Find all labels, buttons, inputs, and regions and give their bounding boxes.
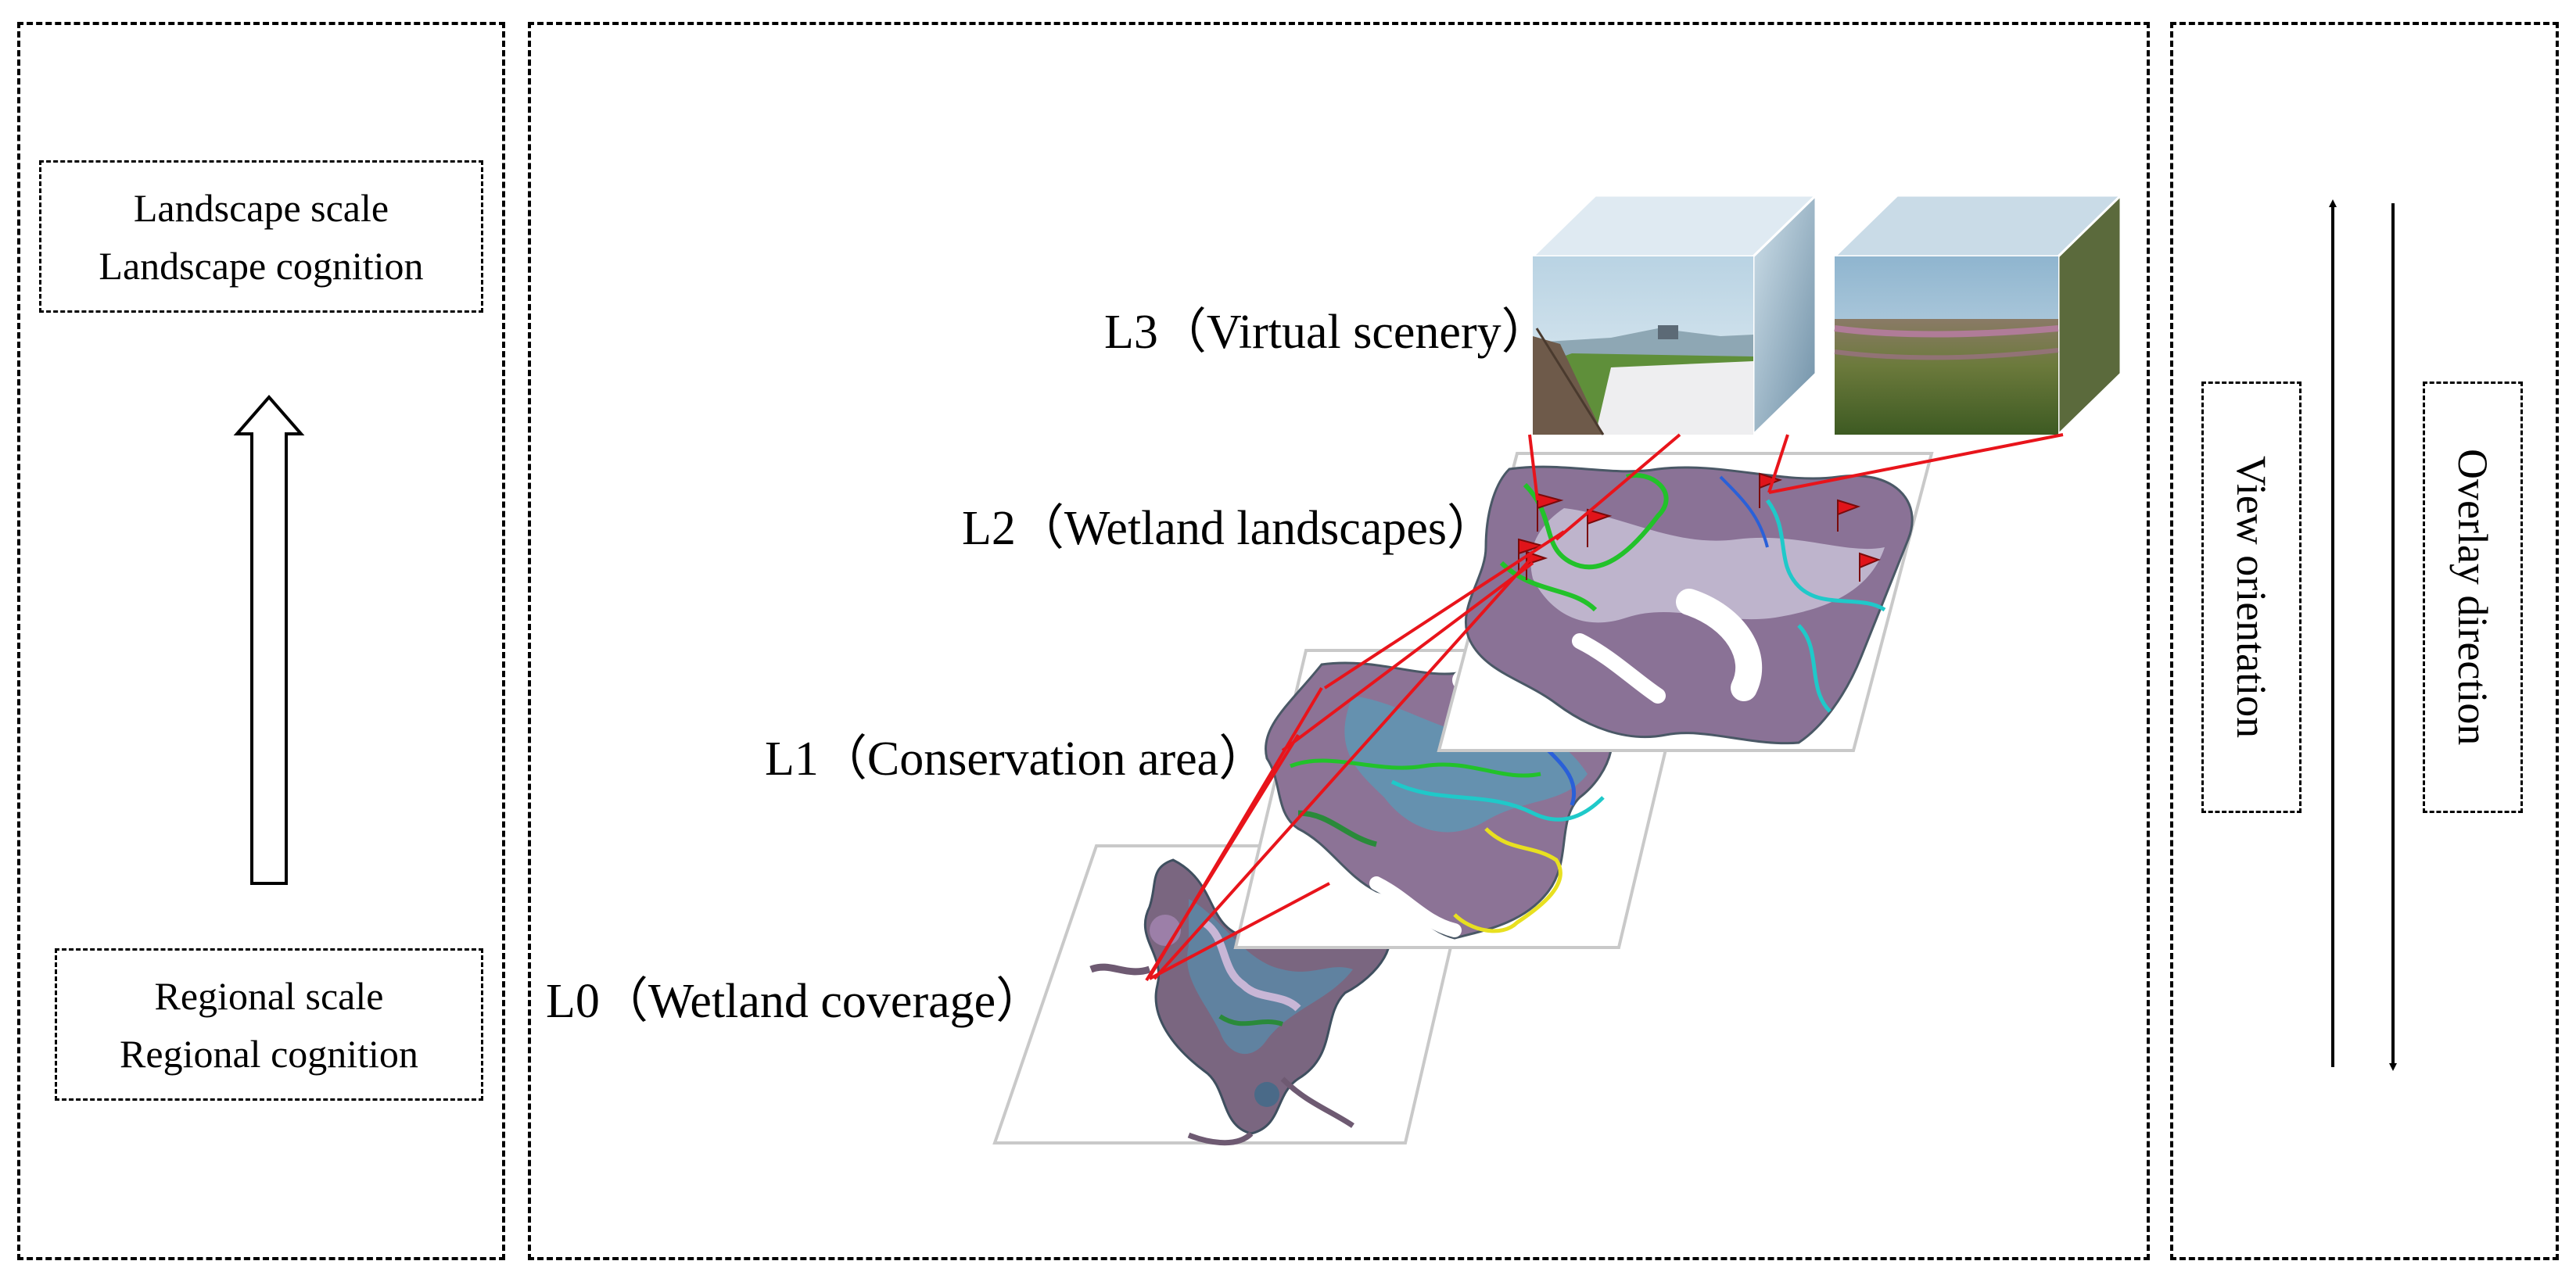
leader-lines [1145,433,2064,982]
scale-up-arrow-icon [233,394,305,885]
regional-scale-box: Regional scale Regional cognition [55,948,483,1101]
landscape-scale-box: Landscape scale Landscape cognition [39,160,483,313]
regional-cognition-label: Regional cognition [120,1031,418,1076]
landscape-scale-label: Landscape scale [133,185,389,230]
view-orientation-label: View orientation [2228,456,2275,739]
layer-label-l0: L0（Wetland coverage） [546,975,1045,1028]
left-panel [17,22,505,1260]
layer-label-l2: L2（Wetland landscapes） [962,502,1495,555]
overlay-direction-box: Overlay direction [2423,382,2523,813]
scenery-cube-2 [1832,192,2124,438]
layer-label-l1: L1（Conservation area） [765,733,1268,786]
right-panel [2170,22,2559,1260]
scenery-cube-1 [1530,192,1819,438]
middle-panel [528,22,2150,1260]
layer-label-l3: L3（Virtual scenery） [1104,306,1550,359]
view-orientation-box: View orientation [2201,382,2302,813]
overlay-direction-label: Overlay direction [2449,449,2496,746]
site-flag-icons [1518,472,1881,582]
layer-l2-map [1437,452,1934,752]
regional-scale-label: Regional scale [154,973,384,1018]
landscape-cognition-label: Landscape cognition [99,243,424,288]
